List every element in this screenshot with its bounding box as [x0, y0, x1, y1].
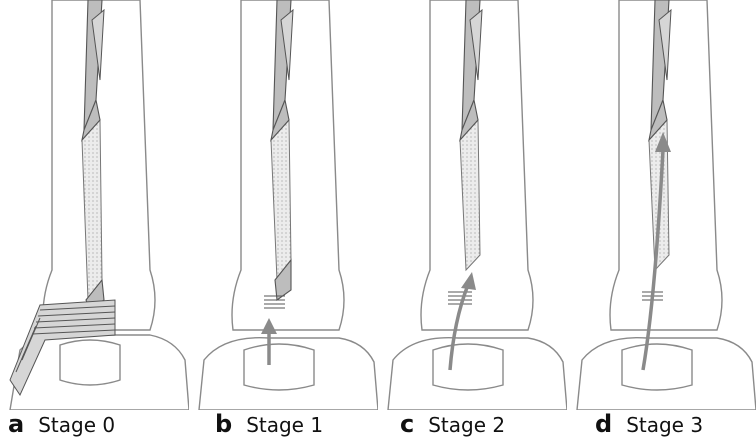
panel-stage-label: Stage 2 — [428, 413, 505, 437]
stage-2-illustration — [378, 0, 567, 410]
panel-letter: b — [215, 410, 232, 438]
panel-stage-0: a Stage 0 — [0, 0, 189, 439]
stage-0-illustration — [0, 0, 189, 410]
caption-stage-1: b Stage 1 — [215, 410, 323, 436]
panel-stage-2: c Stage 2 — [378, 0, 567, 439]
panel-stage-label: Stage 0 — [38, 413, 115, 437]
caption-stage-2: c Stage 2 — [400, 410, 505, 436]
panel-stage-label: Stage 3 — [626, 413, 703, 437]
panel-letter: c — [400, 410, 414, 438]
caption-stage-0: a Stage 0 — [8, 410, 115, 436]
stage-1-illustration — [189, 0, 378, 410]
panel-letter: d — [595, 410, 612, 438]
panel-letter: a — [8, 410, 24, 438]
panel-stage-label: Stage 1 — [246, 413, 323, 437]
stage-3-illustration — [567, 0, 756, 410]
panel-stage-1: b Stage 1 — [189, 0, 378, 439]
panel-stage-3: d Stage 3 — [567, 0, 756, 439]
caption-stage-3: d Stage 3 — [595, 410, 703, 436]
